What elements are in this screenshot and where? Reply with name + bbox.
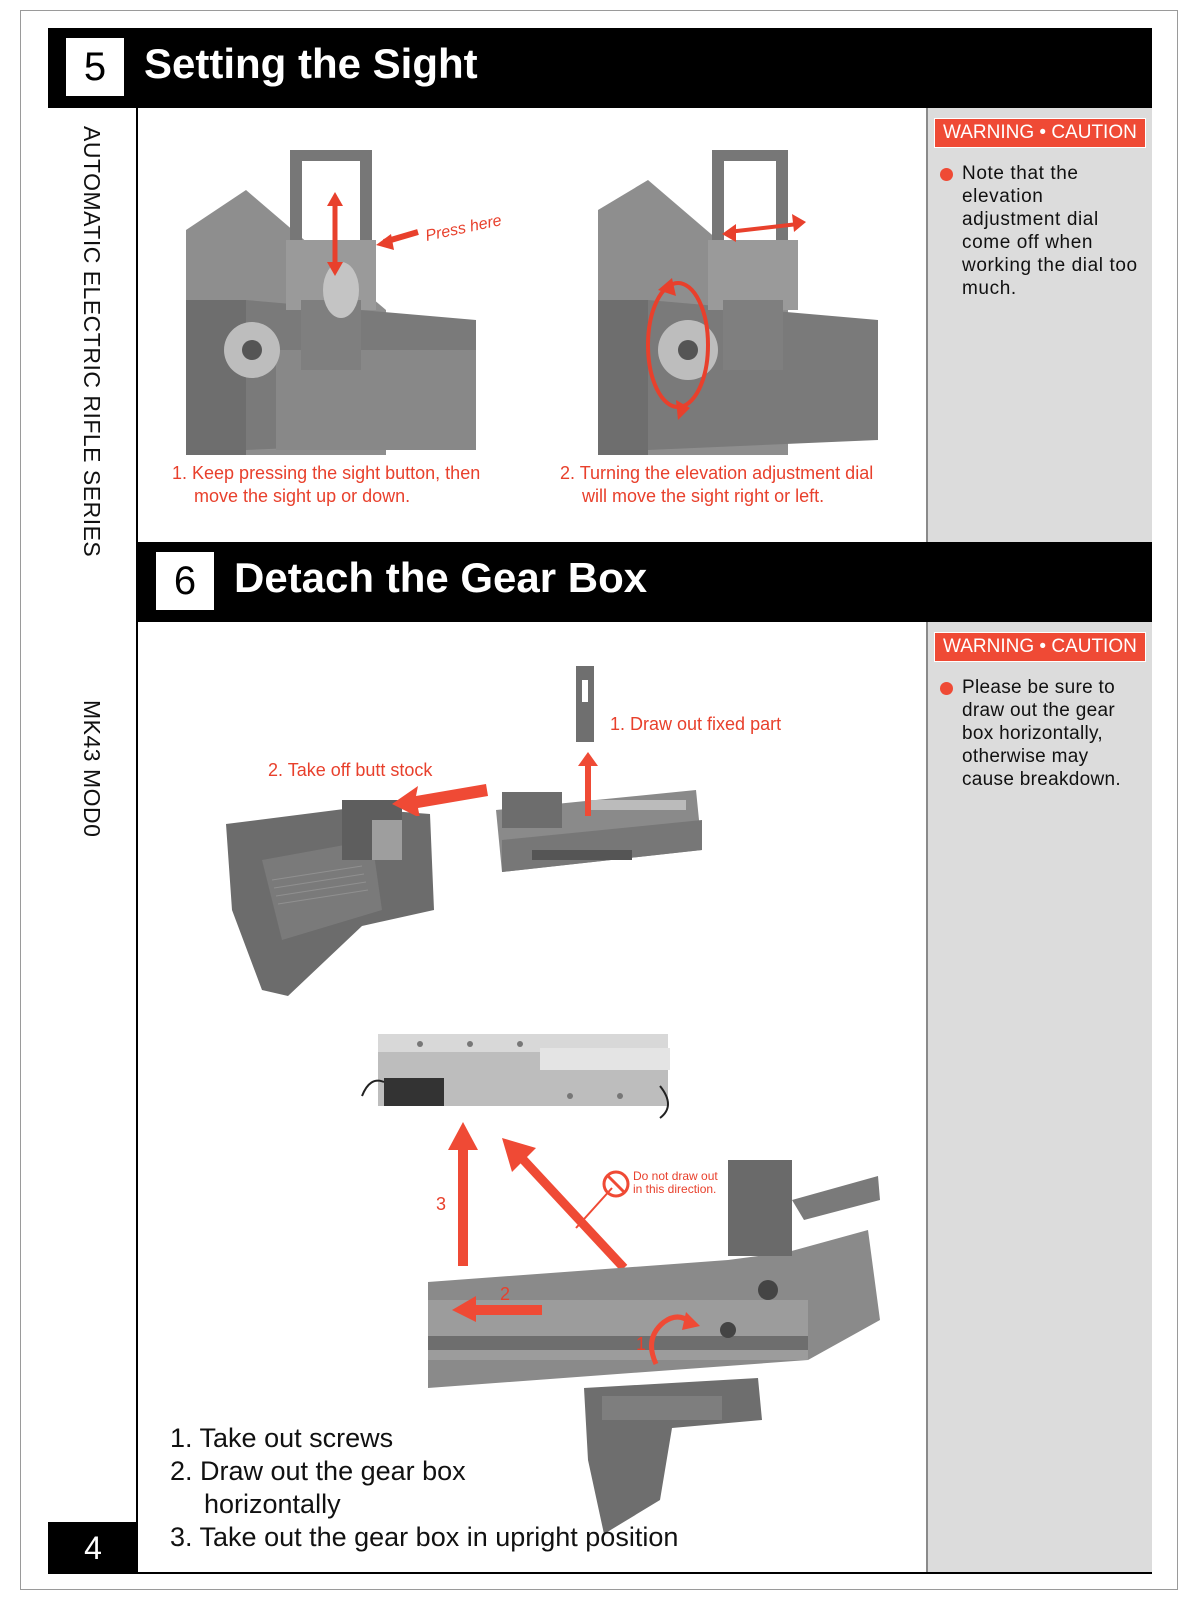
do-not-draw-line-2: in this direction. [633,1182,717,1196]
model-label: MK43 MOD0 [79,700,105,838]
side-column: AUTOMATIC ELECTRIC RIFLE SERIES MK43 MOD… [48,108,138,1522]
bullet-icon [940,682,953,695]
butt-stock-photo [226,800,434,996]
section-5-warning-panel: WARNING • CAUTION Note that the elevatio… [926,108,1152,542]
step-2-line-1: 2. Draw out the gear box [170,1456,466,1486]
machine-gun-photo [428,1160,880,1534]
section-6-warning-badge: WARNING • CAUTION [934,632,1146,662]
section-6-warning-text: Please be sure to draw out the gear box … [962,677,1122,790]
gear-box-steps: 1. Take out screws 2. Draw out the gear … [170,1422,678,1554]
bullet-icon [940,168,953,181]
arrow-number-3: 3 [436,1194,447,1214]
rear-sight-photo-2 [598,150,888,455]
gear-box-photo [361,1034,670,1119]
caption-2-line-1: 2. Turning the elevation adjustment dial [560,463,874,483]
caption-2-line-2: will move the sight right or left. [582,486,825,506]
step-3: 3. Take out the gear box in upright posi… [170,1522,679,1552]
section-5-title: Setting the Sight [144,40,478,87]
step-1: 1. Take out screws [170,1423,394,1453]
step-2-line-2: horizontally [204,1489,341,1519]
section-6-title: Detach the Gear Box [234,554,648,601]
no-entry-icon [575,1170,630,1229]
series-label: AUTOMATIC ELECTRIC RIFLE SERIES [79,126,105,558]
do-not-draw-line-1: Do not draw out [633,1169,718,1183]
rear-sight-photo-1 [186,150,516,455]
do-not-draw-note: Do not draw out in this direction. [633,1170,718,1196]
page-frame [20,10,1178,1590]
arrow-number-2: 2 [500,1284,511,1304]
caption-1: 1. Keep pressing the sight button, then … [172,462,480,508]
fixed-part-arrow [578,752,598,816]
draw-out-fixed-label: 1. Draw out fixed part [610,714,782,734]
section-6-number: 6 [156,552,214,610]
screw-rotate-arrow [649,1312,700,1366]
caption-2: 2. Turning the elevation adjustment dial… [560,462,873,508]
section-6-warning-panel: WARNING • CAUTION Please be sure to draw… [926,622,1152,1572]
receiver-photo [496,790,702,872]
arrow-number-1: 1 [636,1334,647,1354]
bottom-rule [138,1572,1152,1574]
section-5-warning-text: Note that the elevation adjustment dial … [962,163,1138,299]
page-number: 4 [48,1522,138,1574]
stock-arrow [392,784,488,816]
caption-1-line-2: move the sight up or down. [194,486,411,506]
section-5-number: 5 [66,38,124,96]
section-6-header: 6 Detach the Gear Box [138,542,1152,622]
gear-box-slide-arrow [452,1296,542,1322]
section-5-warning-badge: WARNING • CAUTION [934,118,1146,148]
diagonal-forbidden-arrow [502,1138,628,1272]
section-5-header: 5 Setting the Sight [48,28,1152,108]
upright-arrow [448,1122,478,1266]
caption-1-line-1: 1. Keep pressing the sight button, then [172,463,481,483]
fixed-part-photo [576,666,594,742]
take-off-stock-label: 2. Take off butt stock [268,760,433,780]
